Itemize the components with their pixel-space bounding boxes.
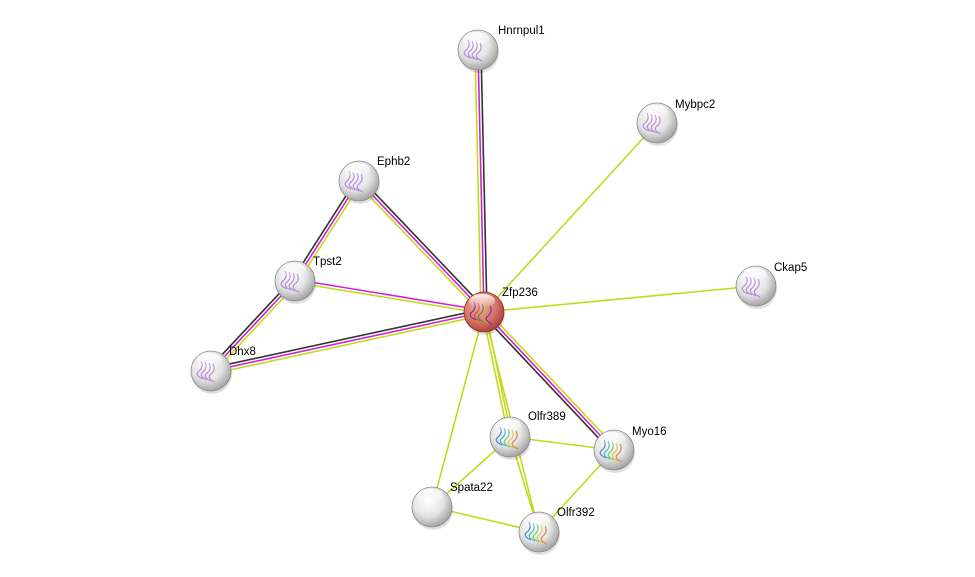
edge-line-experiments [477, 49, 485, 313]
node-olfr392[interactable]: Olfr392 [518, 507, 595, 555]
node-tpst2[interactable]: Tpst2 [274, 256, 342, 304]
edge-zfp236-ephb2[interactable] [356, 178, 487, 315]
node-label: Myo16 [632, 426, 667, 438]
edge-zfp236-dhx8[interactable] [210, 308, 485, 375]
node-label: Olfr392 [557, 507, 595, 519]
node-highlight [524, 514, 550, 528]
edge-line-coexpression [360, 178, 487, 311]
edge-line-coexpression [481, 313, 613, 453]
edge-line-experiments [358, 180, 485, 313]
edge-line-textmining [483, 285, 757, 313]
node-highlight [344, 163, 370, 177]
node-highlight [599, 432, 625, 446]
node-myo16[interactable]: Myo16 [593, 426, 667, 473]
node-highlight [495, 419, 521, 433]
node-olfr389[interactable]: Olfr389 [489, 411, 566, 460]
edge-line-textmining [431, 311, 485, 508]
node-highlight [280, 263, 306, 277]
edge-line-experiments [295, 278, 485, 312]
edge-line-coexpression [208, 278, 294, 370]
node-label: Ephb2 [377, 156, 410, 168]
node-label: Zfp236 [502, 287, 538, 299]
edge-zfp236-myo16[interactable] [481, 309, 617, 453]
edge-line-experiments [210, 311, 485, 372]
node-label: Olfr389 [528, 411, 566, 423]
edge-line-textmining [211, 314, 485, 375]
protein-structure-icon [495, 426, 519, 450]
edge-line-experiments [210, 280, 296, 372]
edge-line-textmining [356, 182, 483, 315]
edge-line-textmining [481, 312, 510, 438]
edge-zfp236-hnrnpul1[interactable] [474, 49, 488, 313]
edge-line-textmining [212, 282, 298, 374]
node-mybpc2[interactable]: Mybpc2 [636, 99, 715, 146]
node-zfp236[interactable]: Zfp236 [463, 287, 538, 335]
edge-zfp236-tpst2[interactable] [294, 278, 485, 315]
node-highlight [642, 105, 668, 119]
edge-line-experiments [483, 311, 615, 451]
node-highlight [741, 268, 767, 282]
node-highlight [417, 489, 443, 503]
edge-zfp236-spata22[interactable] [431, 311, 485, 508]
edge-line-coexpression [480, 49, 488, 312]
edge-line-textmining [294, 281, 484, 315]
node-highlight [196, 353, 222, 367]
node-hnrnpul1[interactable]: Hnrnpul1 [457, 25, 545, 73]
node-highlight [469, 294, 495, 308]
node-label: Ckap5 [774, 262, 807, 274]
node-label: Spata22 [450, 482, 493, 494]
edge-line-coexpression [210, 308, 484, 369]
node-dhx8[interactable]: Dhx8 [190, 346, 256, 394]
edge-tpst2-dhx8[interactable] [208, 278, 298, 374]
edge-line-textmining [485, 309, 617, 449]
node-spata22[interactable]: Spata22 [411, 482, 493, 530]
node-ephb2[interactable]: Ephb2 [338, 156, 410, 204]
edge-zfp236-ckap5[interactable] [483, 285, 757, 313]
edge-line-textmining [474, 50, 482, 313]
node-label: Tpst2 [313, 256, 342, 268]
node-ckap5[interactable]: Ckap5 [735, 262, 807, 309]
edge-zfp236-mybpc2[interactable] [483, 122, 658, 313]
node-highlight [463, 32, 489, 46]
node-label: Mybpc2 [675, 99, 715, 111]
edge-line-textmining [483, 122, 658, 313]
node-label: Dhx8 [229, 346, 256, 358]
node-label: Hnrnpul1 [498, 25, 545, 37]
